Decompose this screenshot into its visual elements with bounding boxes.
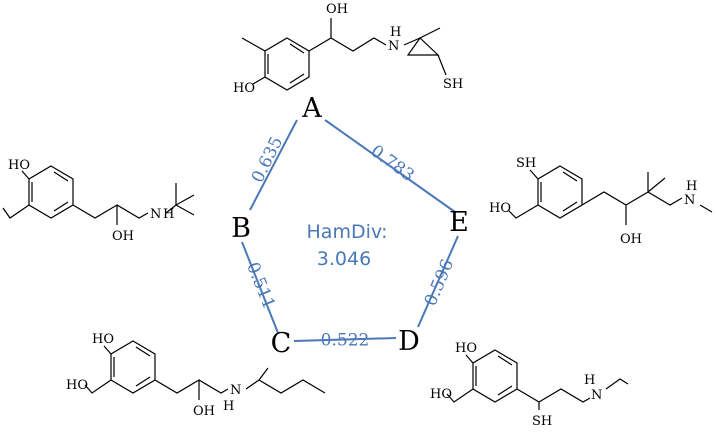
molecule-c: HO HO OH N H xyxy=(66,332,326,419)
node-c: C xyxy=(271,328,292,359)
molecule-d-atom-ho-top: HO xyxy=(455,341,477,356)
molecule-b-ring xyxy=(28,165,74,219)
molecule-e-atom-h: H xyxy=(686,179,697,194)
molecule-a-atom-sh: SH xyxy=(443,77,463,92)
molecule-e: SH HO OH N H xyxy=(489,156,713,247)
edge-label-c-d: 0.522 xyxy=(321,331,370,351)
molecule-b: HO OH N H xyxy=(2,158,195,244)
molecule-d-atom-ho-left: HO xyxy=(430,387,452,402)
molecule-b-atom-oh: OH xyxy=(112,229,134,244)
edge-label-a-b: 0.635 xyxy=(248,134,287,187)
edge-label-b-c: 0.511 xyxy=(242,260,279,313)
molecule-c-ring xyxy=(110,340,156,394)
edge-d-e xyxy=(417,235,459,328)
hamdiv-score: HamDiv: 3.046 xyxy=(307,221,388,270)
hamdiv-title: HamDiv: xyxy=(307,221,388,243)
molecule-b-atom-ho: HO xyxy=(8,158,30,173)
molecule-c-atom-oh: OH xyxy=(193,404,215,419)
molecule-c-atom-ho-top: HO xyxy=(92,332,114,347)
molecule-d-ring xyxy=(472,349,518,403)
edge-a-e xyxy=(324,119,456,213)
molecule-a-atom-h: H xyxy=(390,25,401,40)
molecule-a-atom-n: N xyxy=(388,39,399,54)
edge-b-c xyxy=(241,241,279,334)
molecule-b-atom-h: H xyxy=(163,207,174,222)
hamdiv-value: 3.046 xyxy=(317,248,371,270)
molecule-d: HO HO N H SH xyxy=(430,341,629,429)
edge-label-a-e: 0.783 xyxy=(367,141,418,186)
molecule-d-bonds xyxy=(446,354,629,410)
edge-label-d-e: 0.596 xyxy=(421,256,458,309)
node-a: A xyxy=(301,93,322,124)
molecule-e-bonds xyxy=(507,169,713,225)
molecule-c-atom-h: H xyxy=(223,399,234,414)
pentagon-nodes: A B C D E xyxy=(231,93,469,359)
node-d: D xyxy=(398,326,420,357)
molecule-e-ring-inner xyxy=(540,171,578,212)
molecule-a-atom-oh: OH xyxy=(326,2,348,17)
molecule-c-ring-inner xyxy=(113,346,151,387)
molecule-c-bonds xyxy=(84,345,326,400)
molecule-e-ring xyxy=(537,165,583,219)
molecule-d-atom-h: H xyxy=(584,373,595,388)
node-b: B xyxy=(231,213,251,244)
molecule-a: OH N H HO SH xyxy=(233,2,463,96)
molecule-a-ring xyxy=(264,37,310,91)
molecule-b-ring-inner xyxy=(31,171,69,212)
edge-a-b xyxy=(249,119,298,211)
molecule-a-atom-ho: HO xyxy=(233,81,255,96)
molecule-e-atom-ho: HO xyxy=(489,201,511,216)
molecule-b-bonds xyxy=(2,170,195,225)
molecule-d-atom-sh: SH xyxy=(532,414,552,429)
molecule-a-ring-inner xyxy=(267,43,305,84)
molecule-e-atom-sh: SH xyxy=(516,156,536,171)
node-e: E xyxy=(449,207,469,238)
molecule-a-bonds xyxy=(241,18,447,85)
molecule-e-atom-n: N xyxy=(684,193,695,208)
molecule-c-atom-n: N xyxy=(230,383,241,398)
molecule-d-atom-n: N xyxy=(591,388,602,403)
molecule-c-atom-ho-left: HO xyxy=(66,378,88,393)
molecule-b-atom-n: N xyxy=(150,207,161,222)
molecule-d-ring-inner xyxy=(475,355,513,396)
edge-c-d xyxy=(293,337,397,342)
pentagon-edges xyxy=(241,119,459,342)
molecule-e-atom-oh: OH xyxy=(620,232,642,247)
